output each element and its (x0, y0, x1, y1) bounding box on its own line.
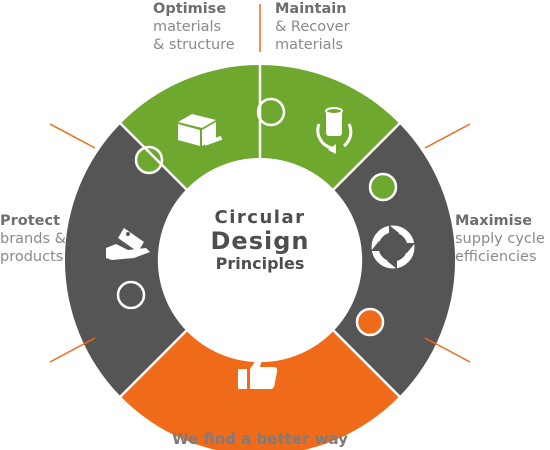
label-maintain: Maintain & Recover materials (275, 0, 350, 54)
center-circle (164, 164, 356, 356)
label-optimise: Optimise materials & structure (153, 0, 235, 54)
label-maximise-line1: supply cycle (455, 231, 545, 247)
label-optimise-title: Optimise (153, 1, 227, 17)
hand-tag-icon (106, 228, 150, 260)
pointer-line-upper-right (424, 123, 471, 149)
puzzle-knob-lower-left (116, 280, 146, 310)
center-title-line2: Design (210, 227, 310, 255)
label-protect-line1: brands & (0, 231, 66, 247)
divider-lower-left (118, 329, 188, 399)
label-maximise-title: Maximise (455, 213, 533, 229)
pointer-line-lower-left (49, 337, 96, 363)
label-maximise-line2: efficiencies (455, 249, 537, 265)
label-protect-title: Protect (0, 213, 61, 229)
label-maintain-line2: materials (275, 37, 344, 53)
puzzle-knob-lower-right (355, 307, 385, 337)
roll-recycle-icon (316, 107, 353, 154)
center-title: Circular Design Principles (185, 208, 335, 274)
divider-upper-right (332, 121, 402, 191)
cycle-arrows-icon (371, 225, 415, 269)
puzzle-knob-left (134, 145, 164, 175)
center-title-line1: Circular (214, 207, 306, 228)
label-protect-line2: products (0, 249, 64, 265)
label-maintain-line1: & Recover (275, 19, 350, 35)
label-protect: Protect brands & products (0, 212, 66, 266)
pointer-line-lower-right (424, 337, 471, 363)
divider-lower-right (332, 329, 402, 399)
divider-upper-left (118, 121, 188, 191)
label-optimise-line2: & structure (153, 37, 235, 53)
label-maintain-title: Maintain (275, 1, 347, 17)
pointer-line-upper-left (49, 123, 96, 149)
footer-tagline: We find a better way (172, 430, 348, 448)
thumbs-up-icon (238, 357, 278, 389)
label-optimise-line1: materials (153, 19, 222, 35)
puzzle-knob-right (368, 172, 398, 202)
puzzle-knob-top (256, 97, 286, 127)
center-title-line3: Principles (215, 254, 305, 273)
segment-better-way (120, 330, 400, 450)
segment-protect (64, 123, 187, 397)
box-icon (178, 114, 223, 146)
label-maximise: Maximise supply cycle efficiencies (455, 212, 550, 266)
